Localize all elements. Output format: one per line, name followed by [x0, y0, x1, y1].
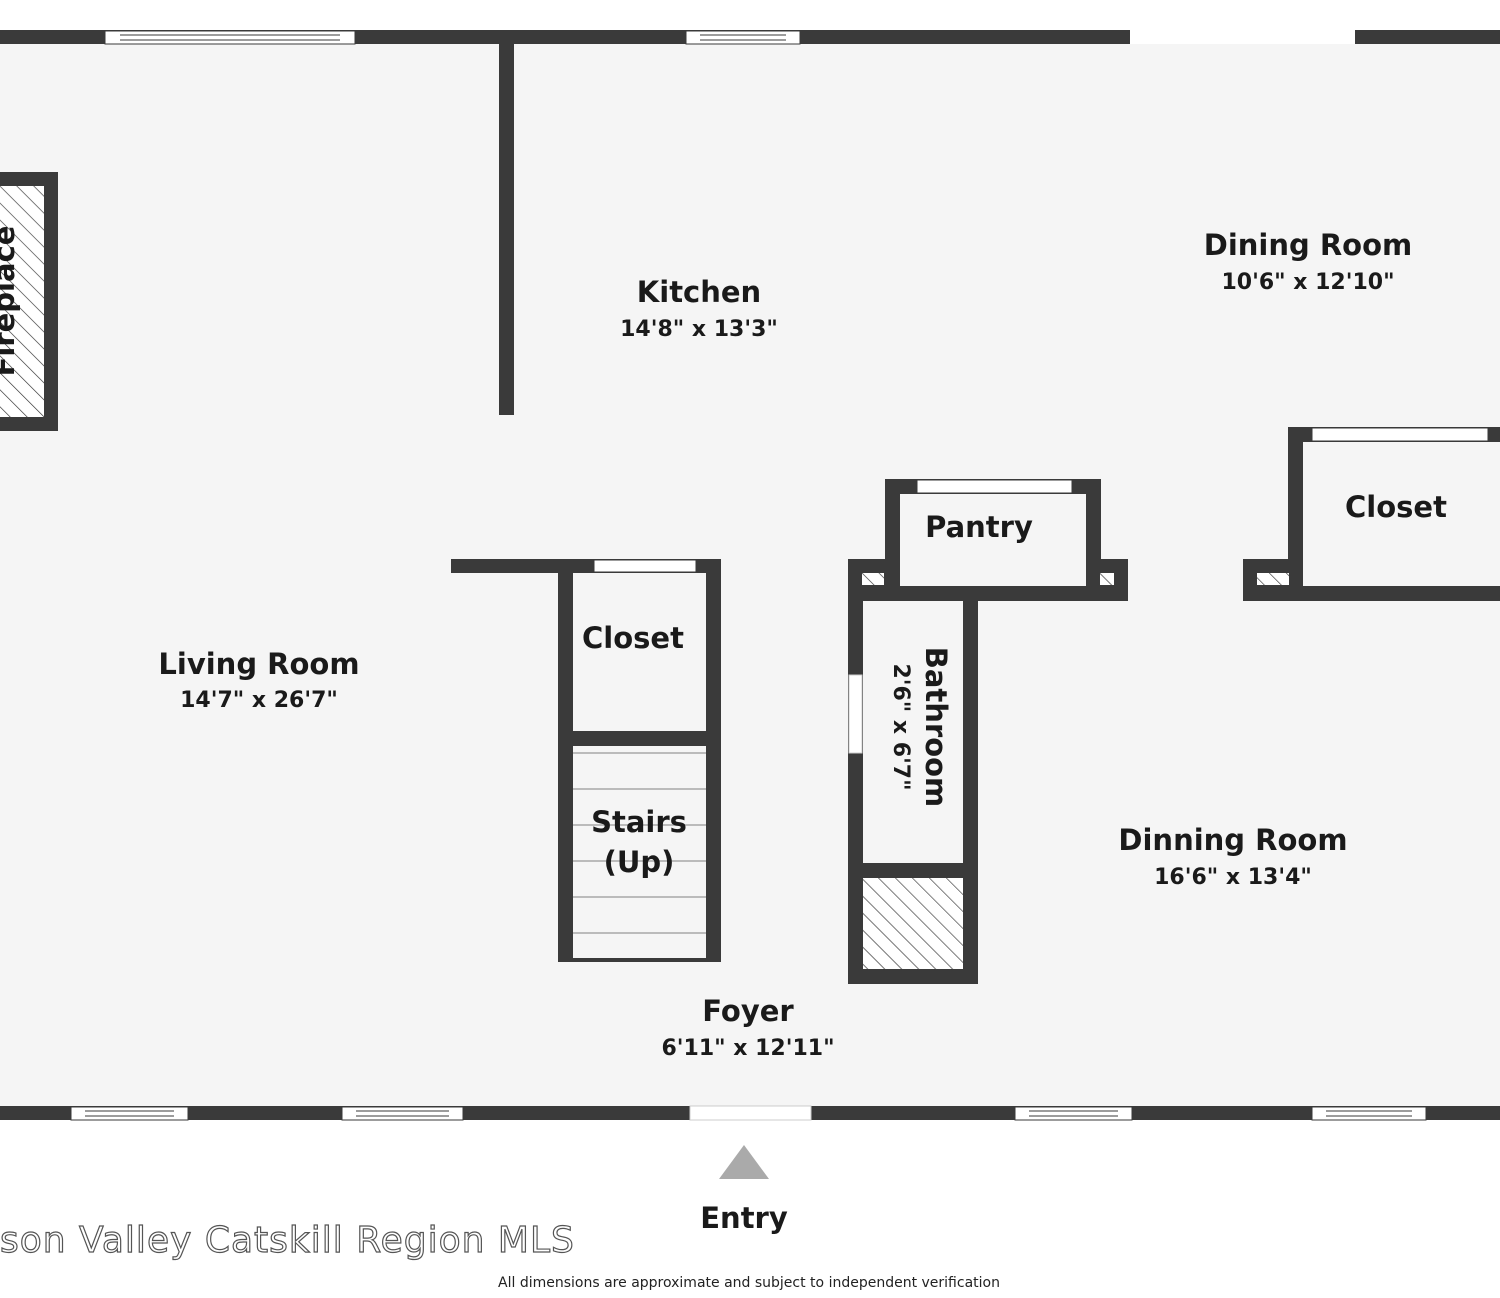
stairs-label-line1: Stairs: [591, 805, 687, 839]
bathroom-name: Bathroom: [919, 647, 953, 808]
bottom-windows: [70, 1106, 1427, 1121]
entry-arrow-icon: [719, 1145, 769, 1179]
mls-watermark: son Valley Catskill Region MLS: [0, 1220, 575, 1261]
closet-center-name: Closet: [582, 621, 684, 655]
living-room-dims: 14'7" x 26'7": [180, 688, 338, 713]
closet-right-name: Closet: [1345, 490, 1447, 524]
fireplace: [0, 172, 58, 431]
foyer-dims: 6'11" x 12'11": [661, 1036, 834, 1061]
foyer-name: Foyer: [702, 994, 794, 1028]
closet-stairs-block: [451, 559, 721, 962]
fireplace-name: Fireplace: [0, 226, 21, 377]
kitchen-name: Kitchen: [637, 275, 761, 309]
kitchen-dims: 14'8" x 13'3": [620, 317, 778, 342]
bathroom-dims: 2'6" x 6'7": [888, 663, 913, 790]
entry-door-opening: [689, 1105, 812, 1121]
top-windows: [104, 30, 801, 45]
dining-room-name: Dining Room: [1204, 228, 1413, 262]
dining-room-dims: 10'6" x 12'10": [1221, 270, 1394, 295]
stairs-label-line2: (Up): [604, 845, 675, 879]
pantry-bathroom-block: [848, 479, 1128, 984]
entry-label: Entry: [700, 1201, 788, 1235]
dinning-room-dims: 16'6" x 13'4": [1154, 865, 1312, 890]
disclaimer-footer: All dimensions are approximate and subje…: [498, 1275, 1000, 1291]
living-room-name: Living Room: [158, 647, 359, 681]
top-opening: [1130, 30, 1355, 44]
right-closet-block: [1243, 427, 1500, 601]
pantry-name: Pantry: [925, 510, 1033, 544]
dinning-room-name: Dinning Room: [1118, 823, 1347, 857]
kitchen-partition-wall: [499, 44, 514, 415]
